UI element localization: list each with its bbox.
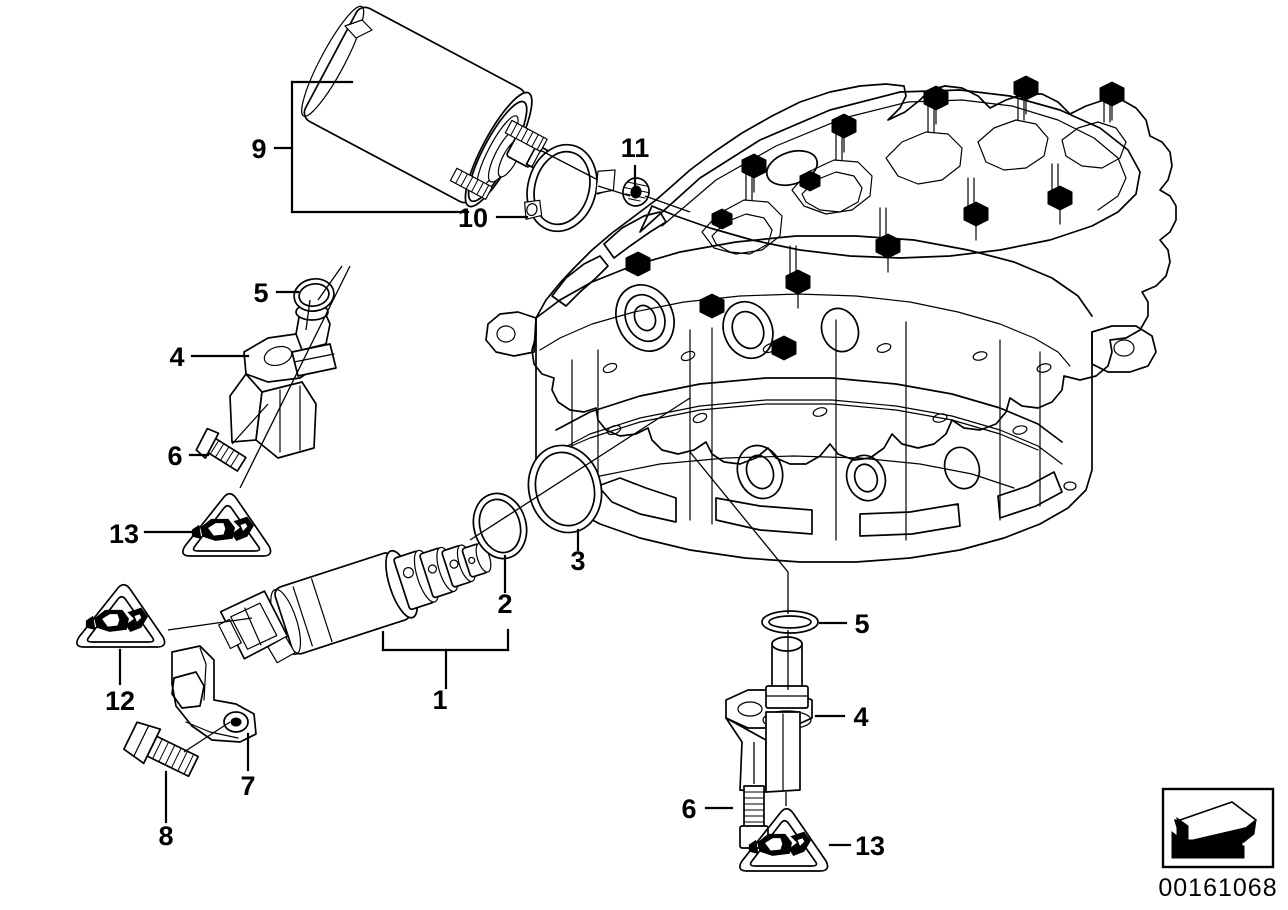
bent-arrow-icon — [1171, 801, 1257, 859]
callout-11: 11 — [621, 133, 650, 163]
connector-warning-symbol-upper — [182, 492, 272, 557]
o-ring-small — [472, 492, 528, 560]
callout-labels: 1 2 3 4 5 6 7 8 9 10 11 12 13 5 4 6 13 — [105, 133, 885, 861]
callout-10: 10 — [458, 203, 488, 233]
callout-4-upper: 4 — [169, 342, 184, 372]
callout-4-lower: 4 — [853, 702, 868, 732]
diagram-id-number: 00161068 — [1158, 874, 1277, 902]
callout-8: 8 — [158, 821, 173, 851]
callout-6-upper: 6 — [167, 441, 182, 471]
callout-7: 7 — [240, 771, 255, 801]
callout-3: 3 — [570, 546, 585, 576]
sensor-bolt-upper — [195, 427, 247, 472]
retaining-bracket — [171, 645, 257, 743]
electrical-connector-icon — [191, 516, 254, 542]
connector-warning-symbol-left — [76, 583, 166, 648]
electrical-connector-icon — [85, 607, 148, 633]
diagram-id-box: 00161068 — [1158, 787, 1277, 902]
retaining-nut — [622, 177, 650, 207]
callout-1: 1 — [432, 685, 447, 715]
valvetrain-nut-icon — [625, 75, 1125, 361]
sensor-o-ring-upper — [293, 278, 335, 312]
sensor-o-ring-lower — [761, 610, 819, 634]
callout-2: 2 — [497, 589, 512, 619]
callout-6-lower: 6 — [681, 794, 696, 824]
actuator-motor — [301, 5, 589, 208]
callout-13-upper: 13 — [109, 519, 139, 549]
hex-flange-bolt — [123, 721, 200, 778]
connector-warning-symbol-lower — [739, 807, 829, 872]
callout-13-lower: 13 — [855, 831, 885, 861]
callout-12: 12 — [105, 686, 135, 716]
solenoid-valve — [218, 542, 492, 664]
callout-5-upper: 5 — [253, 278, 268, 308]
callout-5-lower: 5 — [854, 609, 869, 639]
o-ring-large — [527, 444, 603, 534]
clamp-ring — [524, 143, 616, 233]
camshaft-position-sensor-lower — [725, 636, 813, 793]
cylinder-head-assembly — [485, 75, 1177, 563]
electrical-connector-icon — [748, 831, 811, 857]
callout-9: 9 — [251, 134, 266, 164]
leader-lines — [118, 80, 852, 847]
